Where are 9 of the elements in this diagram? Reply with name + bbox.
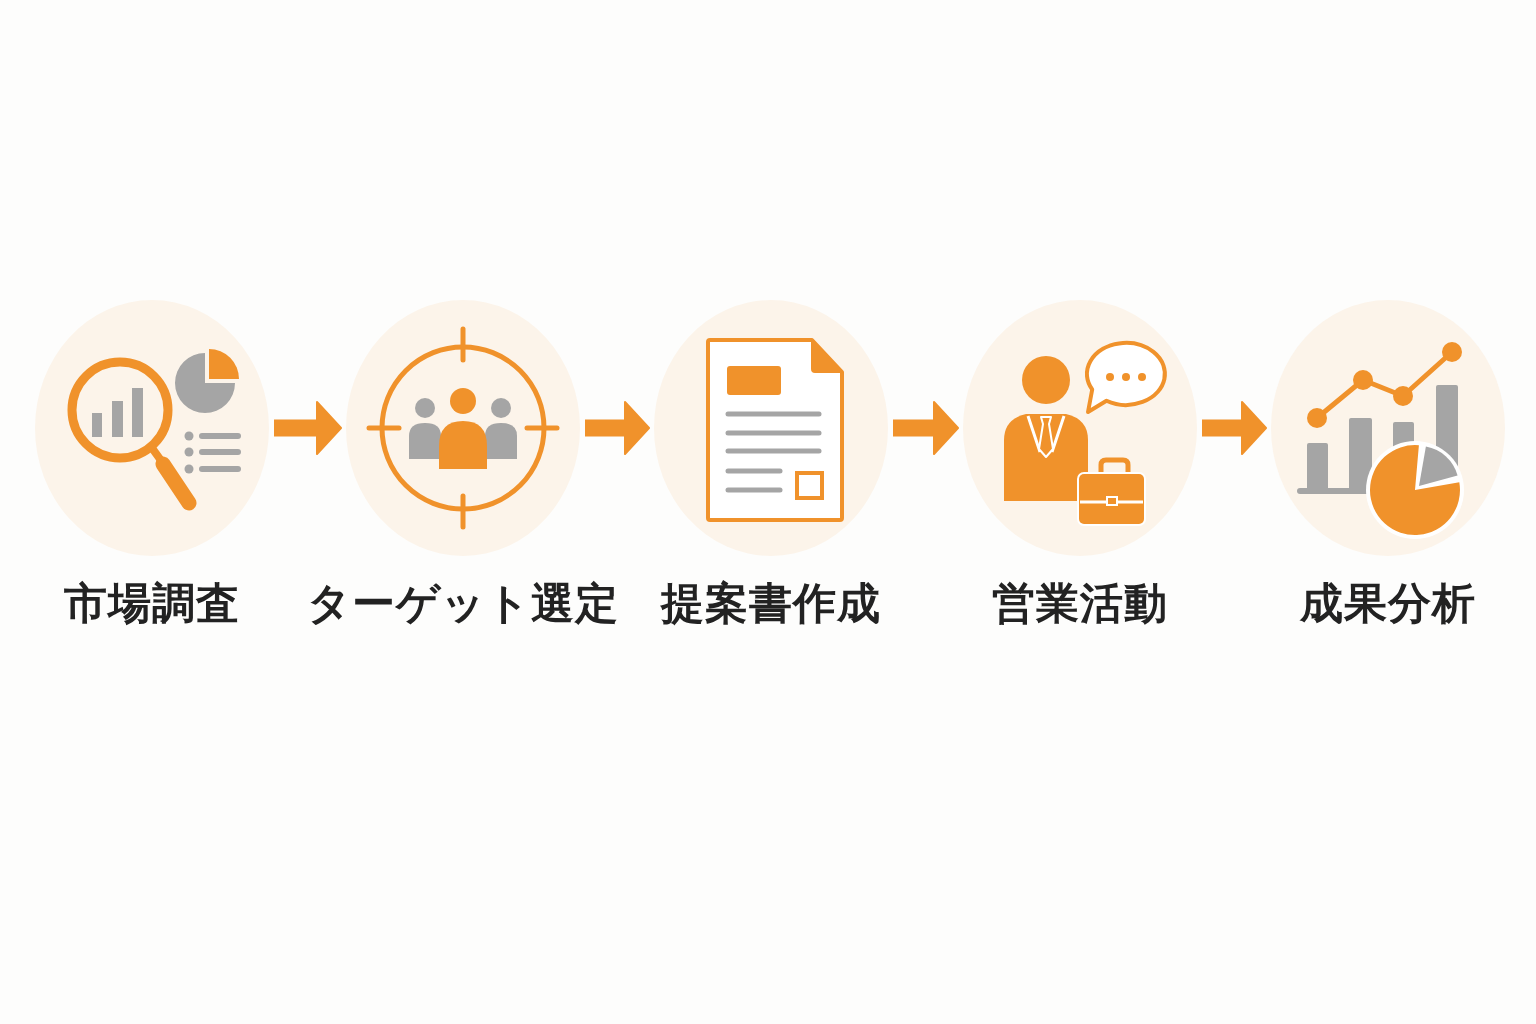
arrow bbox=[585, 401, 650, 455]
arrow bbox=[1202, 401, 1267, 455]
step-label: 成果分析 bbox=[1300, 578, 1476, 628]
step-label: 営業活動 bbox=[992, 578, 1168, 628]
arrow bbox=[893, 401, 959, 455]
arrow bbox=[274, 401, 342, 455]
step-label: 市場調査 bbox=[64, 578, 240, 628]
step-label: 提案書作成 bbox=[661, 578, 881, 628]
step-label: ターゲット選定 bbox=[307, 578, 619, 628]
